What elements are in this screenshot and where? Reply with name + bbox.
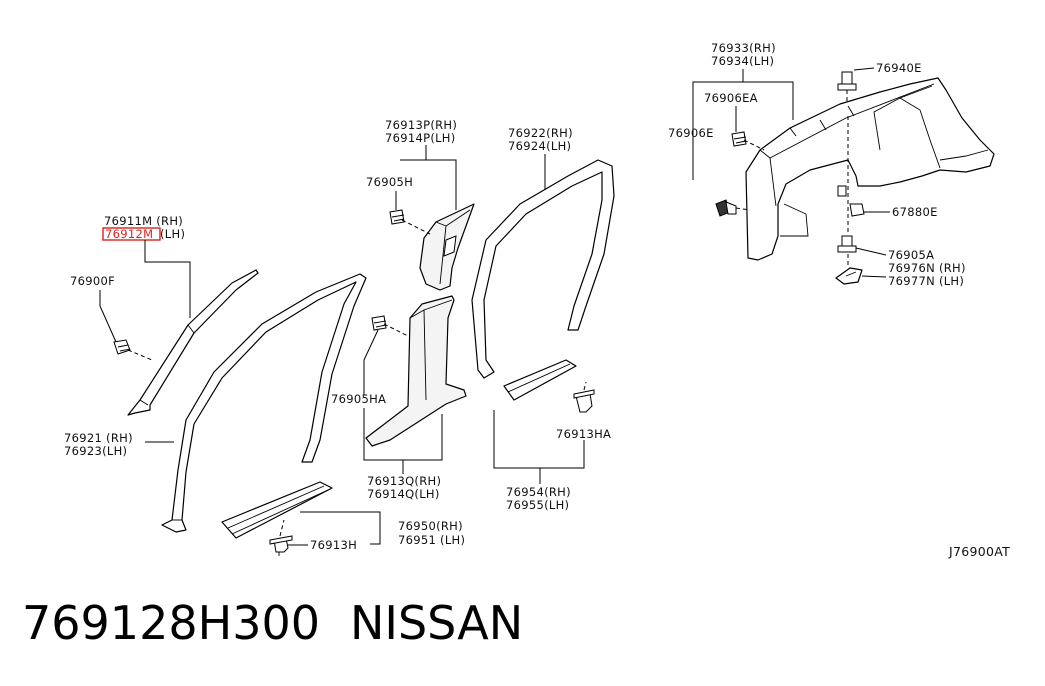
brand-title: NISSAN <box>350 596 524 650</box>
front-kicking-plate[interactable] <box>221 481 333 539</box>
diagram-code: J76900AT <box>948 544 1010 559</box>
label-76913q[interactable]: 76913Q(RH) <box>367 474 441 488</box>
label-76911m[interactable]: 76911M (RH) <box>104 214 183 228</box>
label-76906e[interactable]: 76906E <box>668 126 714 140</box>
clip-76905h[interactable] <box>389 209 405 225</box>
label-76905h[interactable]: 76905H <box>366 175 413 189</box>
highlight-box-76912m <box>102 227 161 241</box>
clip-67880e[interactable] <box>837 185 865 217</box>
bracket-76976n[interactable] <box>835 267 863 285</box>
clip-76905ha[interactable] <box>371 315 387 331</box>
leader-dash-76905h <box>401 219 431 235</box>
label-76912m-lh: (LH) <box>160 227 185 241</box>
label-76922[interactable]: 76922(RH) <box>508 126 573 140</box>
clip-76905a[interactable] <box>837 235 857 253</box>
leader-76954 <box>493 410 585 469</box>
front-door-weatherstrip[interactable] <box>161 273 367 533</box>
label-76977n[interactable]: 76977N (LH) <box>888 274 964 288</box>
leader-dash-76906ea <box>743 139 765 151</box>
leader-dash-76906e <box>735 207 751 211</box>
label-76921[interactable]: 76921 (RH) <box>64 431 133 445</box>
label-76913h[interactable]: 76913H <box>310 538 357 552</box>
luggage-side-lower-finisher[interactable] <box>745 77 995 261</box>
b-pillar-upper-garnish[interactable] <box>419 203 475 291</box>
leader-dash <box>127 349 153 361</box>
clip-76913h[interactable] <box>269 535 293 556</box>
label-76976n[interactable]: 76976N (RH) <box>888 261 966 275</box>
rear-kicking-plate[interactable] <box>503 359 577 401</box>
leader-76913p <box>425 145 457 210</box>
clip-76913ha[interactable] <box>573 389 595 413</box>
clip-76906ea[interactable] <box>731 131 747 147</box>
label-76924[interactable]: 76924(LH) <box>508 139 571 153</box>
label-76940e[interactable]: 76940E <box>876 61 922 75</box>
label-76923[interactable]: 76923(LH) <box>64 444 127 458</box>
label-76933[interactable]: 76933(RH) <box>711 41 776 55</box>
b-pillar-lower-garnish[interactable] <box>365 295 467 447</box>
a-pillar-garnish[interactable] <box>127 269 259 416</box>
clip-76900f[interactable] <box>113 339 131 355</box>
clip-76906e[interactable] <box>715 199 737 217</box>
part-number-title: 769128H300 <box>22 596 320 650</box>
leader-dash-76913h <box>279 519 285 537</box>
leader-dash-76913ha <box>583 381 587 391</box>
leader-76976n <box>861 275 887 278</box>
label-76951[interactable]: 76951 (LH) <box>398 533 465 547</box>
leader-76905a <box>855 247 887 256</box>
label-76950[interactable]: 76950(RH) <box>398 519 463 533</box>
label-76934[interactable]: 76934(LH) <box>711 54 774 68</box>
label-76913p[interactable]: 76913P(RH) <box>385 118 457 132</box>
clip-76940e[interactable] <box>837 71 857 91</box>
leader-76950 <box>300 511 381 545</box>
leader-dash-76905ha <box>383 323 409 337</box>
label-76955[interactable]: 76955(LH) <box>506 498 569 512</box>
leader-76940e <box>853 67 875 71</box>
leader-76905ha <box>363 329 379 395</box>
label-76912m[interactable]: 76912M <box>105 227 153 241</box>
label-76914p[interactable]: 76914P(LH) <box>385 131 456 145</box>
label-76900f[interactable]: 76900F <box>70 274 115 288</box>
rear-door-weatherstrip[interactable] <box>471 159 615 379</box>
leader-76911m <box>144 240 191 318</box>
label-67880e[interactable]: 67880E <box>892 205 938 219</box>
label-76914q[interactable]: 76914Q(LH) <box>367 487 440 501</box>
label-76905a[interactable]: 76905A <box>888 248 934 262</box>
label-76905ha[interactable]: 76905HA <box>331 392 386 406</box>
leader-76900f <box>99 290 117 343</box>
label-76954[interactable]: 76954(RH) <box>506 485 571 499</box>
label-76913ha[interactable]: 76913HA <box>556 427 611 441</box>
label-76906ea[interactable]: 76906EA <box>704 91 758 105</box>
